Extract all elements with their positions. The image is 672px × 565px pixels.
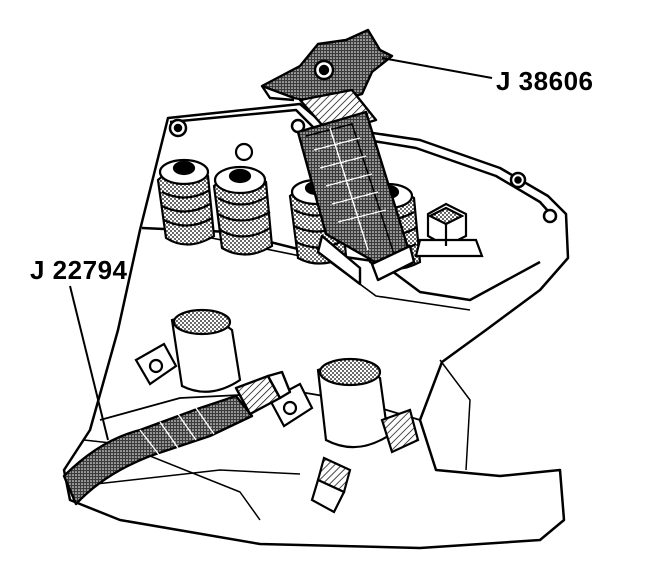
- valve-spring-compressor-tool: [260, 28, 416, 286]
- callout-j22794: J 22794: [30, 255, 128, 285]
- leader-line-j22794: [69, 285, 109, 441]
- air-hose-adapter: [62, 370, 292, 506]
- spark-plug: [310, 456, 352, 514]
- stud-nut: [414, 202, 484, 258]
- leader-line-j38606: [381, 57, 493, 79]
- callout-j38606: J 38606: [496, 66, 594, 96]
- spark-plug-boss: [134, 308, 242, 393]
- spark-plug-boss-2: [268, 357, 420, 454]
